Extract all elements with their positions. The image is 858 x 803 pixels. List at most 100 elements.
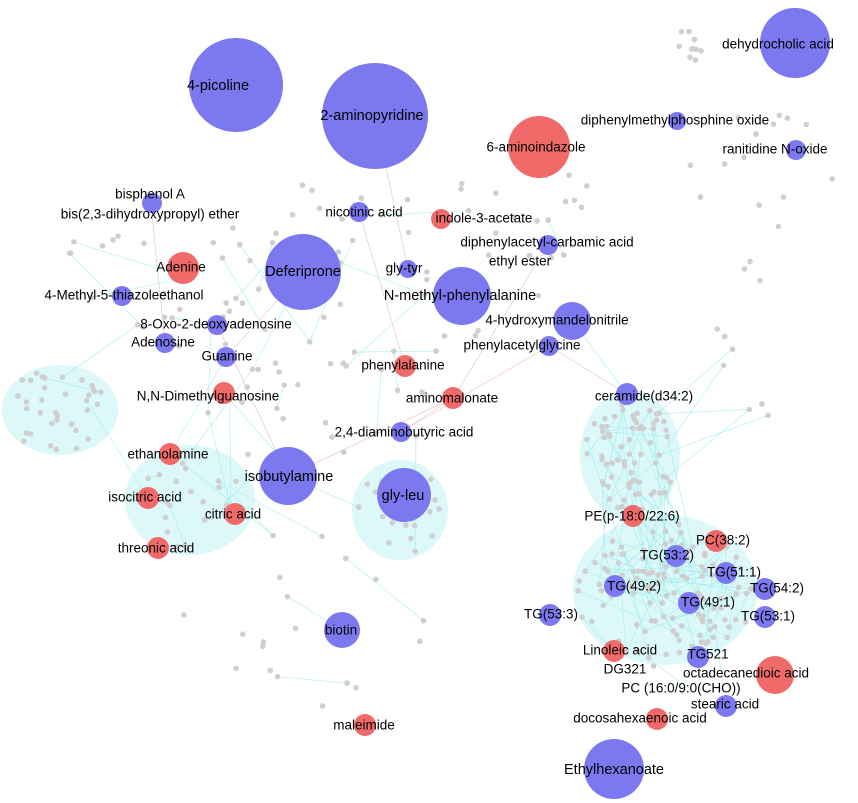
grey-node (358, 195, 365, 201)
grey-node (73, 445, 80, 452)
grey-node (656, 452, 662, 459)
grey-node (628, 583, 635, 590)
grey-node (52, 409, 59, 416)
network-edge (621, 575, 646, 632)
grey-node (161, 314, 168, 321)
node-blue (391, 422, 411, 442)
grey-node (140, 324, 146, 330)
node-blue (715, 562, 737, 584)
grey-node (757, 277, 763, 284)
grey-node (173, 543, 180, 550)
grey-node (15, 393, 21, 399)
node-blue (142, 193, 162, 213)
grey-node (169, 315, 175, 321)
grey-node (335, 249, 342, 255)
grey-node (662, 541, 669, 547)
grey-node (71, 239, 77, 245)
network-edge (218, 480, 274, 536)
grey-node (645, 571, 651, 577)
node-label: TG(53:3) (524, 607, 578, 622)
node-label: TG(49:1) (681, 595, 735, 610)
network-edge (62, 324, 138, 378)
grey-node (372, 489, 379, 495)
grey-node (631, 460, 638, 466)
grey-node (98, 389, 104, 395)
grey-node (321, 314, 327, 321)
grey-node (726, 624, 732, 630)
grey-node (33, 370, 40, 377)
grey-node (176, 343, 182, 350)
grey-node (602, 415, 608, 422)
grey-node (417, 638, 423, 645)
grey-node (210, 239, 217, 246)
grey-node (765, 412, 771, 419)
node-label: ethyl ester (489, 254, 552, 269)
grey-node (663, 592, 670, 599)
grey-node (679, 573, 686, 579)
grey-node (167, 502, 173, 509)
node-label: 4-hydroxymandelonitrile (485, 313, 628, 328)
grey-node (295, 382, 301, 388)
grey-node (676, 521, 682, 528)
grey-node (41, 384, 48, 391)
grey-node (678, 28, 685, 35)
network-edge (666, 409, 750, 478)
grey-node (340, 360, 347, 366)
grey-node (676, 649, 683, 656)
grey-node (562, 198, 569, 205)
grey-node (667, 479, 673, 485)
grey-node (650, 663, 657, 669)
grey-node (609, 460, 615, 466)
grey-node (424, 269, 430, 275)
grey-node (684, 575, 690, 582)
grey-node (600, 602, 607, 609)
grey-node (575, 588, 581, 594)
network-edge (675, 555, 737, 595)
grey-node (729, 346, 736, 353)
grey-node (721, 161, 728, 167)
grey-node (741, 266, 748, 272)
network-edge (586, 453, 680, 525)
grey-node (53, 446, 59, 453)
grey-node (245, 451, 251, 458)
grey-node (173, 478, 179, 485)
network-edge (659, 415, 769, 456)
node-label: ethanolamine (127, 447, 208, 462)
grey-node (134, 322, 141, 328)
network-edge (635, 428, 644, 495)
network-edge (204, 463, 268, 521)
grey-node (88, 294, 95, 301)
grey-node (322, 419, 329, 426)
grey-node (698, 564, 705, 570)
network-edge (621, 404, 625, 467)
node-label: N-methyl-phenylalanine (384, 288, 536, 304)
grey-node (663, 563, 670, 570)
node-label: bis(2,3-dihydroxypropyl) ether (61, 207, 240, 222)
grey-node (164, 499, 170, 505)
grey-node (485, 252, 492, 258)
grey-node (255, 366, 261, 373)
grey-node (355, 504, 362, 510)
grey-node (54, 417, 60, 423)
grey-node (493, 230, 499, 236)
node-red (213, 382, 235, 404)
grey-node (618, 544, 625, 550)
grey-node (319, 703, 326, 709)
grey-node (262, 326, 268, 333)
grey-node (379, 513, 386, 520)
node-label: diphenylmethylphosphine oxide (581, 113, 769, 128)
grey-node (319, 533, 325, 540)
grey-node (239, 300, 246, 306)
network-edge (714, 626, 727, 707)
node-red (147, 537, 169, 559)
grey-node (306, 339, 313, 345)
grey-node (249, 366, 256, 373)
grey-node (270, 532, 276, 539)
grey-node (718, 605, 724, 611)
grey-node (647, 600, 653, 606)
grey-node (240, 631, 246, 637)
grey-node (164, 529, 171, 535)
grey-node (679, 623, 685, 629)
grey-node (697, 194, 704, 200)
